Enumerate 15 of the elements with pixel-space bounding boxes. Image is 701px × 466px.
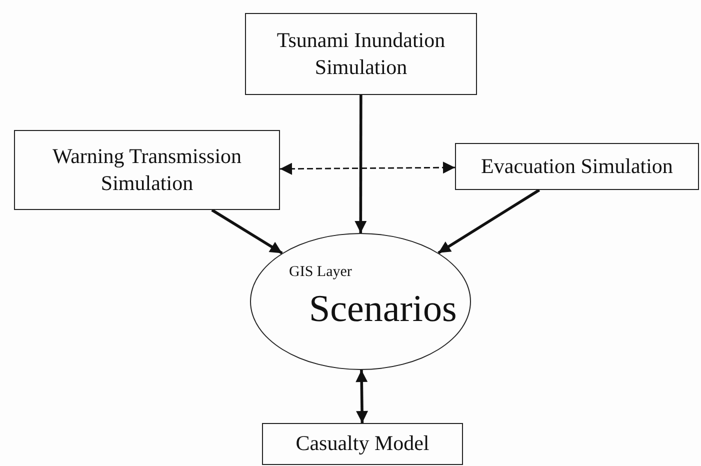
arrow: [354, 95, 367, 233]
process-box: [245, 13, 477, 95]
node-label: Casualty Model: [296, 430, 430, 458]
process-box: [455, 143, 699, 190]
node-title: Scenarios: [309, 289, 457, 331]
arrow: [438, 188, 540, 254]
process-box: [14, 130, 280, 210]
process-box: [262, 423, 463, 465]
node-label: Tsunami Inundation Simulation: [276, 26, 446, 81]
layer-label: GIS Layer: [289, 264, 352, 280]
arrow: [356, 370, 368, 424]
node-label: Warning Transmission Simulation: [51, 142, 243, 197]
arrow: [211, 208, 283, 254]
arrow: [280, 162, 455, 175]
node-label: Evacuation Simulation: [481, 152, 673, 180]
